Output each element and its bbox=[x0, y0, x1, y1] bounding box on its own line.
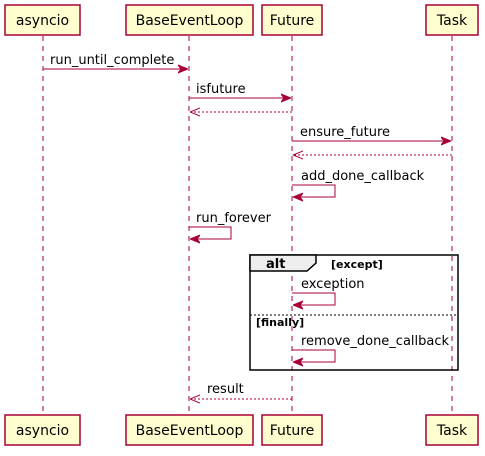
message-label: run_until_complete bbox=[50, 53, 174, 68]
alt-guard-finally: [finally] bbox=[256, 316, 304, 329]
participant-baseeventloop-bottom: BaseEventLoop bbox=[125, 414, 254, 446]
message-remove-done-callback: remove_done_callback bbox=[292, 334, 450, 362]
participant-future-bottom: Future bbox=[261, 414, 323, 446]
message-label: exception bbox=[301, 277, 365, 292]
participant-label: BaseEventLoop bbox=[136, 423, 244, 439]
participant-baseeventloop-top: BaseEventLoop bbox=[125, 4, 254, 36]
message-label: result bbox=[207, 382, 244, 397]
participant-label: Future bbox=[270, 13, 315, 29]
message-label: remove_done_callback bbox=[301, 334, 450, 349]
participant-task-top: Task bbox=[425, 4, 479, 36]
message-run-until-complete: run_until_complete bbox=[43, 53, 188, 69]
message-ensure-future: ensure_future bbox=[292, 125, 451, 141]
alt-fragment-tab bbox=[249, 254, 317, 272]
message-exception: exception bbox=[292, 277, 365, 305]
message-label: add_done_callback bbox=[301, 169, 425, 184]
participant-label: asyncio bbox=[16, 13, 69, 29]
participant-asyncio-bottom: asyncio bbox=[4, 414, 81, 446]
participant-label: Task bbox=[436, 423, 468, 439]
alt-guard-except: [except] bbox=[331, 258, 383, 271]
participant-task-bottom: Task bbox=[425, 414, 479, 446]
alt-fragment: alt [except] [finally] bbox=[249, 254, 459, 371]
participant-label: BaseEventLoop bbox=[136, 13, 244, 29]
message-result: result bbox=[190, 382, 292, 399]
message-label: isfuture bbox=[196, 82, 246, 97]
message-add-done-callback: add_done_callback bbox=[292, 169, 425, 197]
participant-asyncio-top: asyncio bbox=[4, 4, 81, 36]
message-run-forever: run_forever bbox=[189, 211, 272, 239]
participant-label: asyncio bbox=[16, 423, 69, 439]
message-label: ensure_future bbox=[300, 125, 390, 140]
message-label: run_forever bbox=[196, 211, 272, 226]
alt-keyword: alt bbox=[266, 257, 285, 272]
message-isfuture: isfuture bbox=[189, 82, 291, 98]
participant-label: Future bbox=[270, 423, 315, 439]
participant-label: Task bbox=[436, 13, 468, 29]
participant-future-top: Future bbox=[261, 4, 323, 36]
